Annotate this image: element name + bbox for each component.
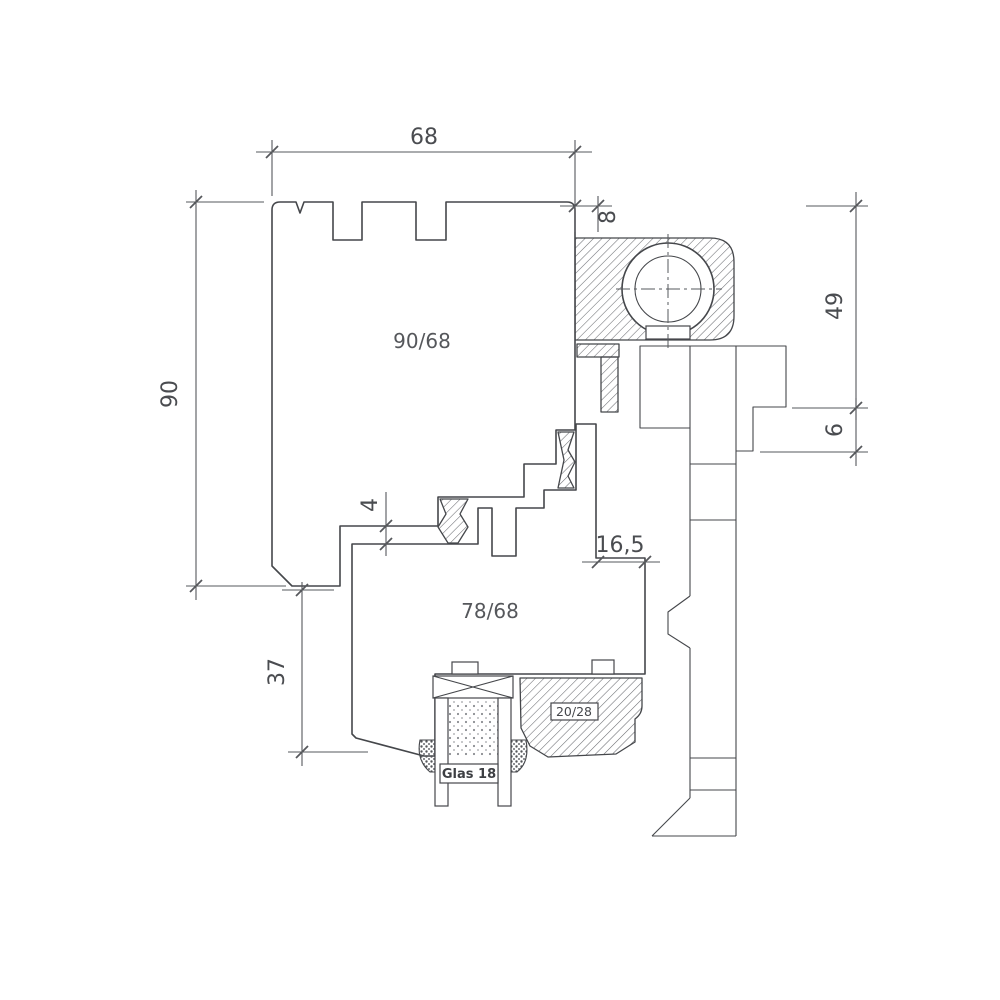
glass-label-box xyxy=(439,763,499,784)
dimension-68: 68 xyxy=(256,125,592,196)
dimension-4: 4 xyxy=(358,492,393,556)
dimension-16-5: 16,5 xyxy=(582,533,660,569)
dim-68-label: 68 xyxy=(410,125,438,150)
dim-16-5-tick-right xyxy=(638,555,652,569)
adjacent-frame-member xyxy=(639,345,787,837)
glazing-bead-label: 20/28 xyxy=(556,704,592,719)
dim-8-tick-left xyxy=(568,199,582,213)
dim-6-label: 6 xyxy=(823,423,848,437)
dim-37-tick-top xyxy=(295,583,309,597)
dimension-8: 8 xyxy=(560,196,621,232)
dimension-37: 37 xyxy=(265,582,368,766)
column-notch xyxy=(667,595,691,649)
hardware-bracket-upper xyxy=(576,343,620,358)
dim-16-5-tick-left xyxy=(591,555,605,569)
dim-49-label: 49 xyxy=(823,292,848,320)
dim-37-label: 37 xyxy=(265,658,290,686)
sash-profile-label: 78/68 xyxy=(461,599,519,623)
seal-upper-gasket xyxy=(437,498,469,544)
hinge-hardware xyxy=(574,234,735,413)
dim-8-label: 8 xyxy=(596,210,621,224)
dim-16-5-label: 16,5 xyxy=(596,533,645,558)
dim-4-tick-top xyxy=(379,519,393,533)
hardware-bracket-lower xyxy=(600,356,619,413)
dim-90-tick-top xyxy=(189,195,203,209)
dim-68-tick-left xyxy=(265,145,279,159)
dim-6-tick-bottom xyxy=(849,445,863,459)
glass-pane-right xyxy=(497,697,512,807)
glazing-bead-label-box xyxy=(550,702,599,721)
dim-4-tick-bottom xyxy=(379,537,393,551)
glazing-bead: 20/28 xyxy=(519,677,643,758)
dim-49-tick-top xyxy=(849,199,863,213)
glazing-packer-right xyxy=(591,659,615,675)
dim-37-tick-bottom xyxy=(295,745,309,759)
glazing-packer-left xyxy=(451,661,479,675)
sealant-wedge-left xyxy=(418,739,436,773)
dimension-90: 90 xyxy=(158,190,286,600)
glass-unit: Glas 18 xyxy=(418,675,528,807)
seal-side-gasket xyxy=(557,431,576,489)
dim-8-tick-right xyxy=(591,199,605,213)
dim-90-label: 90 xyxy=(158,380,183,408)
dim-4-label: 4 xyxy=(358,498,383,512)
sealant-wedge-right xyxy=(510,739,528,773)
dimension-6: 6 xyxy=(760,398,868,466)
dim-68-tick-right xyxy=(568,145,582,159)
glass-label: Glas 18 xyxy=(442,767,496,782)
sash-profile: 78/68 xyxy=(351,423,646,757)
column-foot-slant xyxy=(651,797,691,837)
dim-90-tick-bottom xyxy=(189,579,203,593)
dimension-49: 49 xyxy=(792,192,868,420)
frame-profile-label: 90/68 xyxy=(393,329,451,353)
setting-block-cross-2 xyxy=(432,675,514,699)
glass-cavity-stipple xyxy=(448,700,498,756)
frame-bracket-outline xyxy=(639,345,787,465)
glass-pane-left xyxy=(434,697,449,807)
